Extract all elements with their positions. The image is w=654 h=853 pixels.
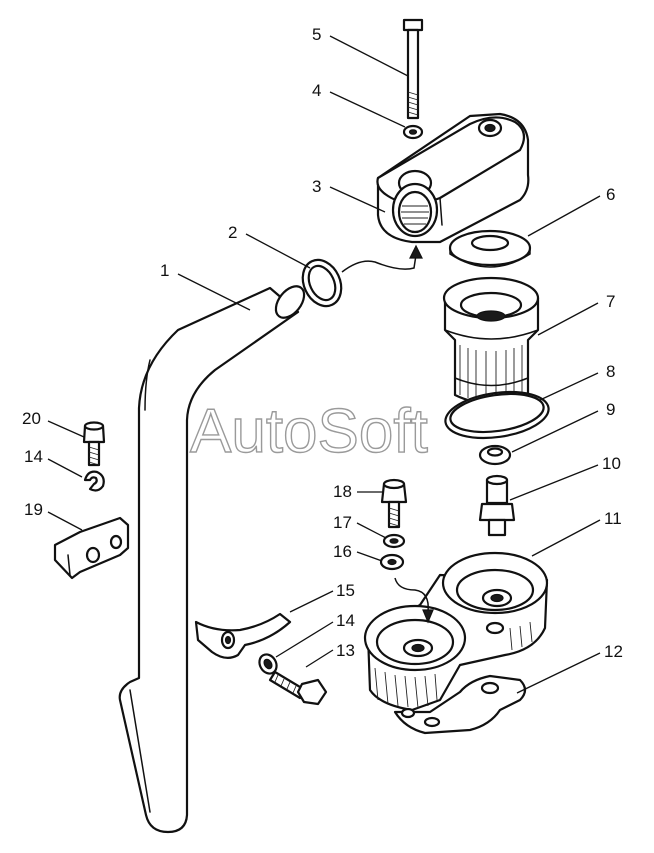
callout-1: 1 bbox=[160, 261, 169, 280]
callout-2: 2 bbox=[228, 223, 237, 242]
callout-11: 11 bbox=[604, 509, 622, 528]
callout-5: 5 bbox=[312, 25, 321, 44]
callout-13: 13 bbox=[336, 641, 355, 660]
leader-4 bbox=[329, 91, 406, 128]
leader-11 bbox=[531, 519, 601, 557]
callout-4: 4 bbox=[312, 81, 321, 100]
callout-12: 12 bbox=[604, 642, 623, 661]
part-9-washer bbox=[478, 444, 512, 466]
leader-19 bbox=[47, 511, 83, 531]
part-16-washer bbox=[379, 553, 405, 571]
leader-3 bbox=[329, 186, 386, 213]
part-6-seal-ring bbox=[448, 229, 532, 268]
part-19-bracket bbox=[53, 516, 130, 580]
leader-14b bbox=[275, 621, 334, 658]
leader-1 bbox=[177, 273, 251, 311]
callout-9: 9 bbox=[606, 400, 615, 419]
leader-lines bbox=[47, 35, 601, 694]
leader-8 bbox=[539, 372, 599, 401]
leader-16 bbox=[356, 551, 383, 562]
leader-20 bbox=[47, 420, 85, 438]
leader-14a bbox=[47, 458, 83, 478]
part-12-mounting-plate bbox=[393, 674, 527, 735]
callout-7: 7 bbox=[606, 292, 615, 311]
leader-13 bbox=[305, 649, 334, 668]
callout-8: 8 bbox=[606, 362, 615, 381]
flow-arrowhead-2-3 bbox=[409, 244, 423, 259]
callout-3: 3 bbox=[312, 177, 321, 196]
leader-7 bbox=[537, 302, 599, 336]
callout-6: 6 bbox=[606, 185, 615, 204]
leader-6 bbox=[527, 195, 601, 237]
callout-14-upper: 14 bbox=[24, 447, 43, 466]
callout-16: 16 bbox=[333, 542, 352, 561]
part-20-small-bolt bbox=[82, 421, 106, 467]
part-2-o-ring bbox=[301, 258, 343, 308]
part-7-filter-cartridge bbox=[442, 276, 540, 405]
callout-labels: 1 2 3 4 5 6 7 8 9 10 11 12 13 14 14 15 1… bbox=[22, 25, 623, 661]
flow-arrow-2-3 bbox=[341, 254, 417, 273]
leader-17 bbox=[356, 522, 387, 539]
part-18-bolt bbox=[380, 478, 408, 529]
part-17-lock-washer bbox=[382, 533, 406, 549]
leader-5 bbox=[329, 35, 409, 77]
part-5-long-bolt bbox=[402, 18, 424, 120]
leader-2 bbox=[245, 233, 311, 269]
callout-20: 20 bbox=[22, 409, 41, 428]
leader-9 bbox=[511, 410, 599, 453]
part-1-tube bbox=[118, 285, 306, 834]
callout-15: 15 bbox=[336, 581, 355, 600]
part-15-clamp bbox=[194, 612, 292, 659]
callout-10: 10 bbox=[602, 454, 621, 473]
callout-19: 19 bbox=[24, 500, 43, 519]
part-3-upper-housing bbox=[376, 112, 530, 244]
flow-arrow-16-11 bbox=[394, 577, 429, 613]
callout-17: 17 bbox=[333, 513, 352, 532]
part-4-washer bbox=[402, 124, 424, 140]
callout-14-lower: 14 bbox=[336, 611, 355, 630]
leader-10 bbox=[509, 464, 599, 501]
callout-18: 18 bbox=[333, 482, 352, 501]
part-11-filter-base bbox=[363, 551, 549, 712]
part-10-union-fitting bbox=[478, 474, 516, 537]
watermark-text: AutoSoft bbox=[190, 397, 428, 466]
part-8-large-o-ring bbox=[444, 390, 550, 440]
leader-15 bbox=[289, 590, 334, 613]
flow-arrowhead-16-11 bbox=[422, 609, 434, 624]
part-13-bolt bbox=[268, 670, 328, 706]
leader-12 bbox=[516, 652, 601, 694]
part-14-washer-upper bbox=[83, 470, 105, 492]
part-14-washer-lower bbox=[258, 653, 278, 675]
